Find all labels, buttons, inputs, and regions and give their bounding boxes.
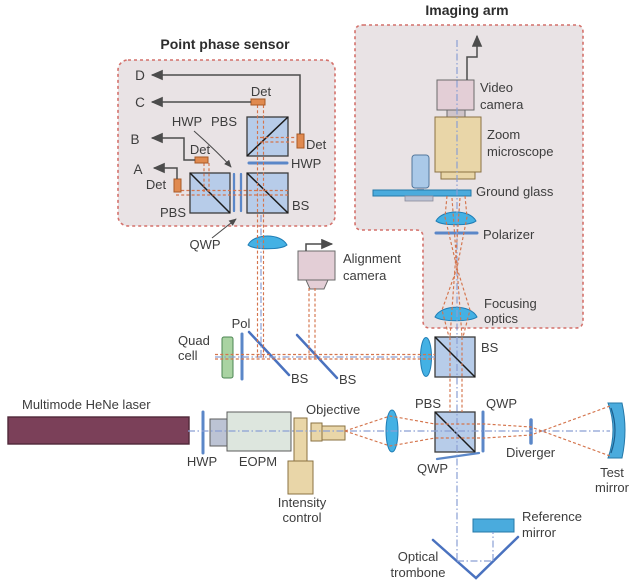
imaging-title: Imaging arm	[425, 2, 508, 18]
detector-c	[250, 98, 266, 106]
sensor-title: Point phase sensor	[160, 36, 290, 52]
focusing-optics-label-2: optics	[484, 311, 518, 326]
zoom-microscope-label-1: Zoom	[487, 127, 520, 142]
bs-fold1-label: BS	[291, 371, 309, 386]
intensity-control-body	[287, 460, 314, 495]
reference-mirror-label-2: mirror	[522, 525, 557, 540]
hwp-sensor-label: HWP	[172, 114, 202, 129]
det-a-label: Det	[146, 177, 167, 192]
beam-imaging-cross2	[449, 197, 461, 338]
eopm-label: EOPM	[239, 454, 277, 469]
signal-port-d	[150, 69, 301, 134]
zoom-microscope-label-2: microscope	[487, 144, 553, 159]
port-b-label: B	[130, 132, 139, 147]
hwp-right-label: HWP	[291, 156, 321, 171]
alignment-camera-lens-mount	[305, 279, 329, 290]
det-d-label: Det	[306, 137, 327, 152]
sensor-input-lens	[247, 235, 288, 250]
labels: Point phase sensor Imaging arm D C B A D…	[22, 2, 630, 580]
fold-bs-2	[295, 333, 339, 380]
test-mirror-label-2: mirror	[595, 480, 630, 495]
det-b-label: Det	[190, 142, 211, 157]
beam-test-arm-upper	[344, 415, 611, 457]
beam-test-arm-lower	[344, 405, 611, 447]
signal-port-b	[150, 132, 195, 161]
optical-trombone-label-1: Optical	[398, 549, 439, 564]
zoom-microscope-snout	[440, 171, 476, 180]
intensity-control-shaft	[293, 417, 308, 462]
fold-bs-1	[247, 330, 291, 377]
optical-trombone-mirrors	[431, 535, 520, 580]
video-camera-body	[436, 79, 475, 111]
relay-bs-diagonal	[434, 336, 476, 378]
bs-fold2-label: BS	[339, 372, 357, 387]
eopm-input-flange	[209, 418, 229, 447]
bs-sensor-label: BS	[292, 198, 310, 213]
pbs-upper-label: PBS	[211, 114, 237, 129]
objective-label: Objective	[306, 402, 360, 417]
port-a-label: A	[133, 162, 142, 177]
main-pbs-diagonal	[434, 411, 476, 453]
objective-flange	[310, 422, 323, 442]
beams	[176, 40, 611, 562]
detector-b	[194, 156, 209, 164]
pol-label: Pol	[232, 316, 251, 331]
focusing-optics-lens	[434, 306, 478, 322]
signal-video-camera	[466, 34, 483, 80]
detector-a	[173, 178, 182, 193]
diverger-label: Diverger	[506, 445, 556, 460]
objective-barrel	[321, 425, 346, 441]
sensor-pbs-diagonal	[189, 172, 231, 214]
test-mirror-surface	[610, 407, 616, 454]
zoom-microscope-body	[434, 116, 482, 173]
ground-glass-base	[404, 195, 434, 202]
intensity-label-1: Intensity	[278, 495, 327, 510]
signal-port-a	[152, 162, 178, 179]
pbs-lower-label: PBS	[160, 205, 186, 220]
beam-imaging-cross1	[451, 197, 463, 338]
qwp-reference-arm	[435, 451, 481, 461]
quad-cell-label-2: cell	[178, 348, 198, 363]
sensor-upper-pbs-diagonal	[246, 116, 289, 157]
qwp-sensor-label: QWP	[189, 237, 220, 252]
signal-lines	[150, 34, 483, 251]
video-camera-label-2: camera	[480, 97, 524, 112]
hwp-laser-label: HWP	[187, 454, 217, 469]
pbs-main-label: PBS	[415, 396, 441, 411]
optical-trombone-label-2: trombone	[391, 565, 446, 580]
ground-glass-plate	[372, 189, 472, 197]
sensor-bs-diagonal	[246, 172, 289, 214]
detector-d	[296, 133, 305, 149]
alignment-camera-label-2: camera	[343, 268, 387, 283]
port-c-label: C	[135, 95, 145, 110]
signal-alignment-camera	[305, 238, 334, 251]
alignment-camera-label-1: Alignment	[343, 251, 401, 266]
leader-qwp	[211, 218, 237, 239]
reference-mirror	[472, 518, 515, 533]
bs-relay-label: BS	[481, 340, 499, 355]
det-c-label: Det	[251, 84, 272, 99]
intensity-label-2: control	[282, 510, 321, 525]
port-d-label: D	[135, 68, 145, 83]
focusing-optics-label-1: Focusing	[484, 296, 537, 311]
quad-cell-label-1: Quad	[178, 333, 210, 348]
hene-laser-body	[7, 416, 190, 445]
reference-mirror-label-1: Reference	[522, 509, 582, 524]
translation-stage	[411, 154, 430, 189]
camera-coupler	[446, 109, 466, 118]
test-mirror-label-1: Test	[600, 465, 624, 480]
ground-glass-label: Ground glass	[476, 184, 554, 199]
polarizer-label: Polarizer	[483, 227, 535, 242]
qwp-test-label: QWP	[486, 396, 517, 411]
laser-label: Multimode HeNe laser	[22, 397, 151, 412]
video-camera-label-1: Video	[480, 80, 513, 95]
leader-hwp	[193, 130, 232, 168]
test-mirror	[607, 402, 626, 459]
alignment-camera-body	[297, 250, 336, 281]
qwp-ref-label: QWP	[417, 461, 448, 476]
